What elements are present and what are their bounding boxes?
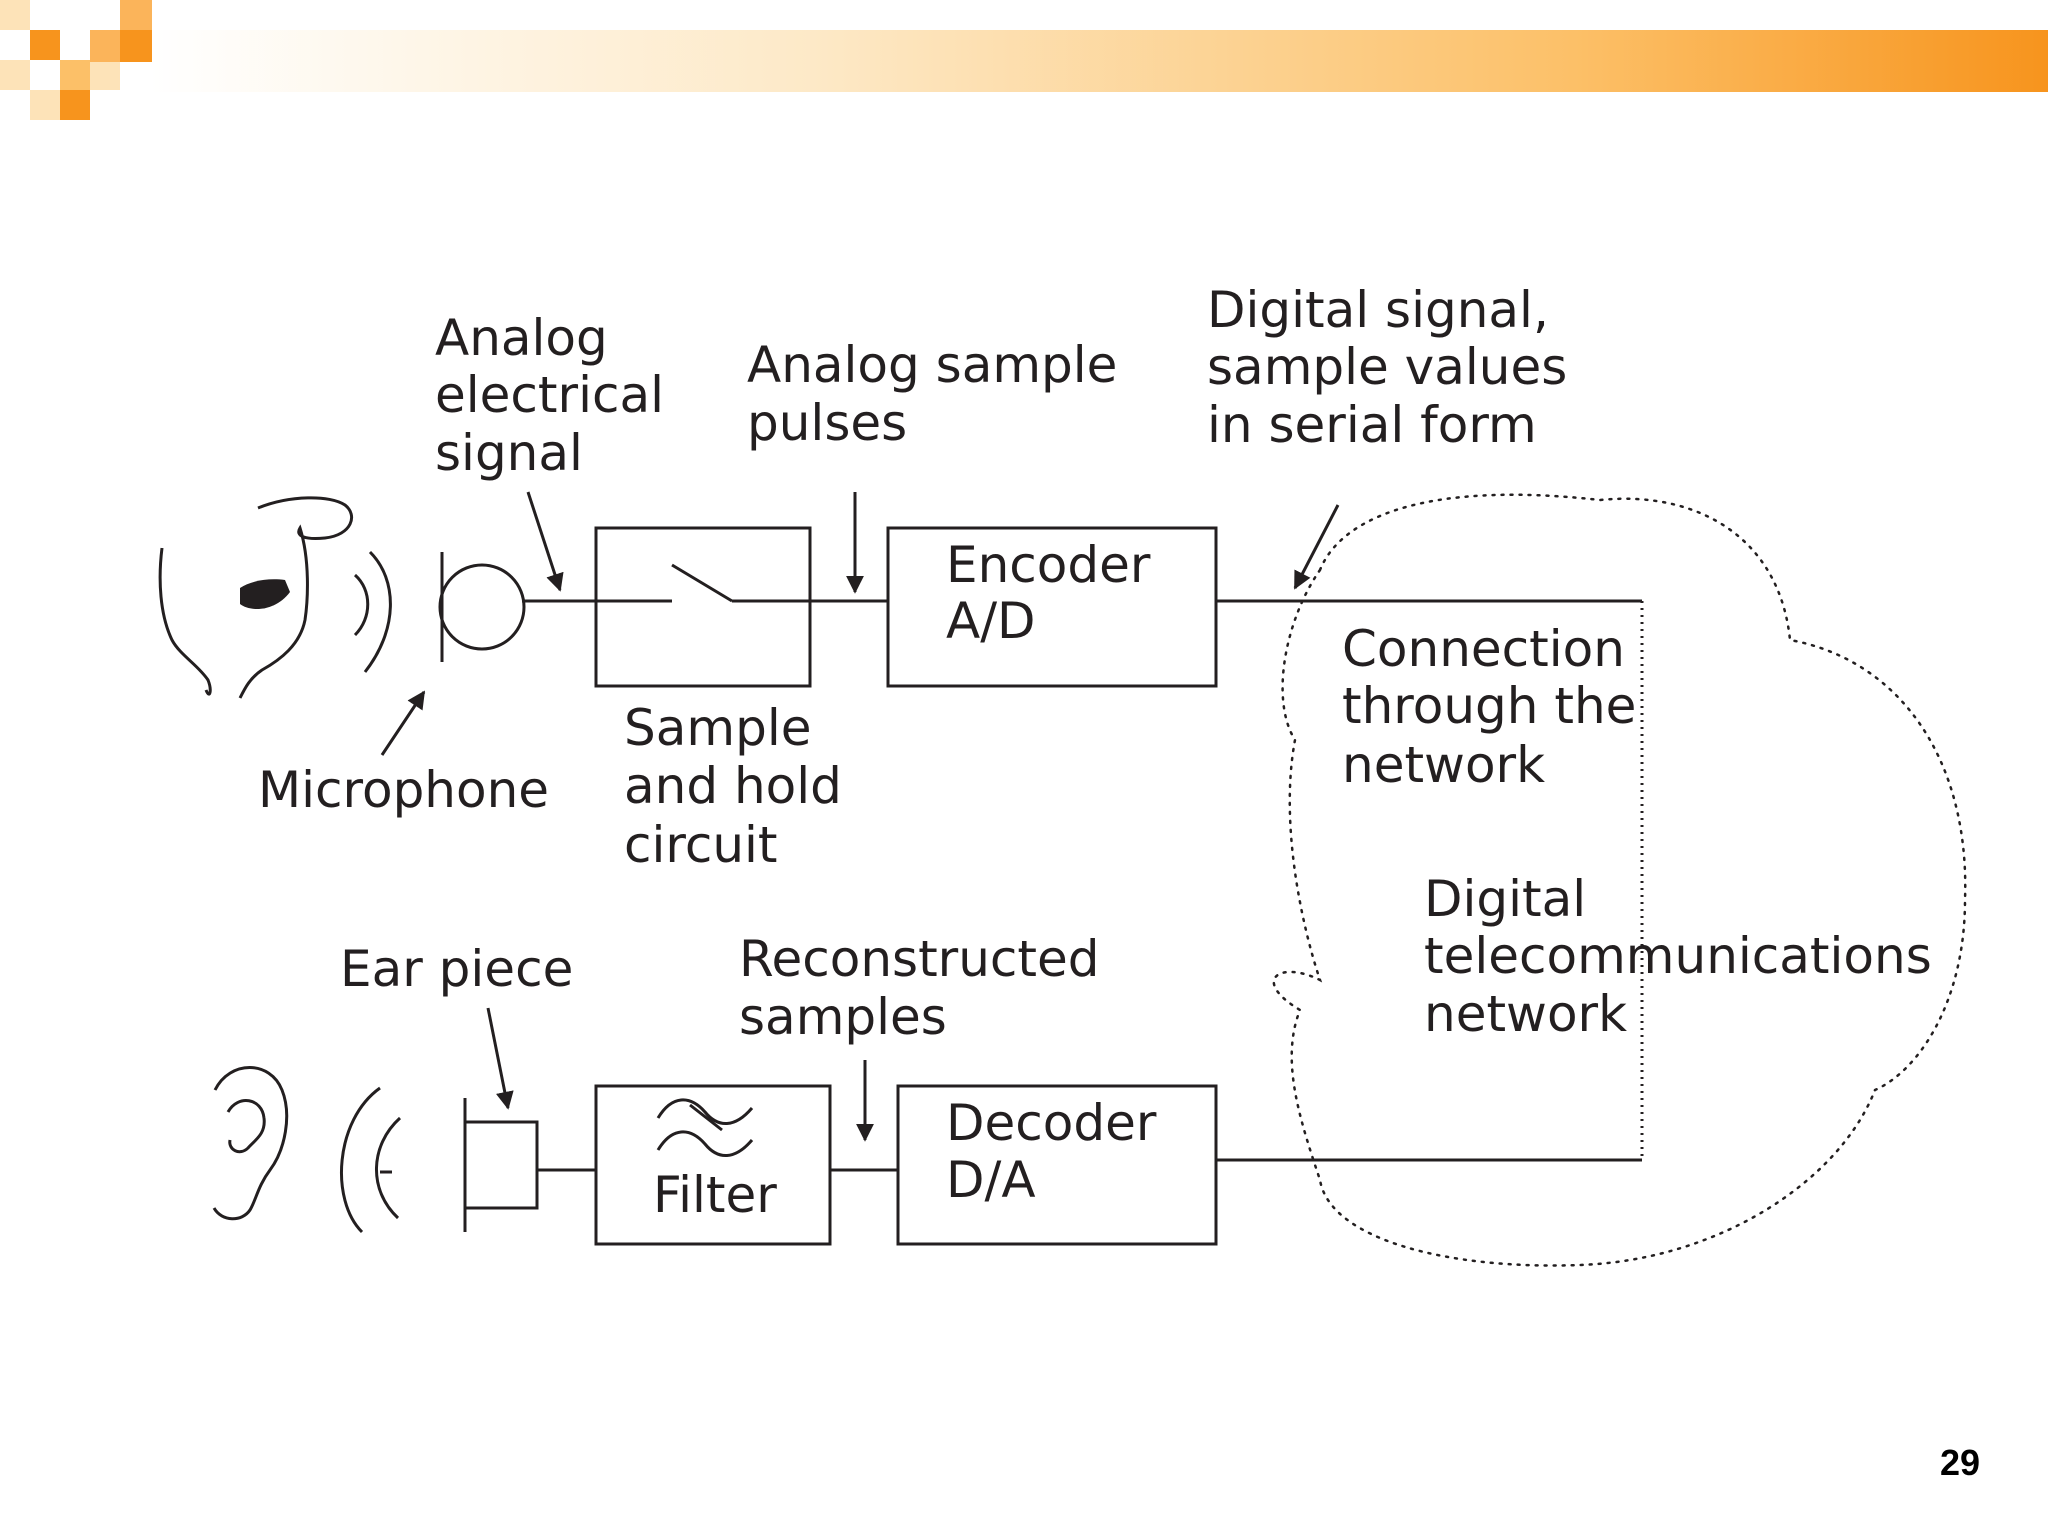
sound-waves-icon [353, 550, 392, 673]
encoder-block [886, 526, 1218, 688]
svg-text:telecommunications: telecommunications [1424, 927, 1932, 985]
sample-hold-label: Sample and hold circuit [624, 699, 842, 874]
svg-text:samples: samples [739, 988, 947, 1046]
ear-sound-waves-icon [339, 1086, 402, 1234]
analog-pulses-label: Analog sample pulses [747, 336, 1117, 452]
decoder-label: Decoder [946, 1094, 1157, 1152]
connection-label: Connection through the network [1342, 620, 1636, 794]
speaking-face-icon [158, 496, 354, 699]
slide-banner [0, 0, 2048, 120]
svg-text:through the: through the [1342, 677, 1636, 735]
svg-text:electrical: electrical [435, 366, 664, 424]
annotation-arrows [380, 491, 1340, 1142]
banner-logo-squares [0, 0, 152, 120]
sample-hold-block [594, 526, 812, 688]
microphone-label: Microphone [258, 761, 549, 819]
earpiece-icon [463, 1098, 539, 1232]
network-label: Digital telecommunications network [1424, 870, 1932, 1043]
svg-text:circuit: circuit [624, 816, 778, 874]
svg-text:pulses: pulses [747, 394, 907, 452]
filter-block [594, 1084, 832, 1246]
switch-icon [596, 563, 810, 603]
svg-text:Reconstructed: Reconstructed [739, 930, 1100, 988]
banner-bar [150, 30, 2048, 92]
encoder-label: Encoder [946, 536, 1151, 594]
svg-text:Digital: Digital [1424, 870, 1586, 928]
svg-text:network: network [1424, 985, 1627, 1043]
svg-text:in serial form: in serial form [1207, 396, 1537, 454]
network-cloud-icon [1272, 493, 1967, 1267]
decoder-sublabel: D/A [946, 1151, 1036, 1209]
svg-text:Analog sample: Analog sample [747, 336, 1117, 394]
encoder-sublabel: A/D [946, 592, 1036, 650]
decoder-block [896, 1084, 1218, 1246]
filter-wave-icon [656, 1098, 754, 1157]
filter-label: Filter [653, 1166, 777, 1224]
ear-icon [212, 1066, 289, 1221]
svg-text:signal: signal [435, 424, 583, 482]
svg-text:network: network [1342, 736, 1545, 794]
svg-text:Connection: Connection [1342, 620, 1625, 678]
reconstructed-label: Reconstructed samples [739, 930, 1100, 1046]
svg-text:Analog: Analog [435, 309, 608, 367]
ear-piece-label: Ear piece [340, 940, 573, 998]
svg-text:and hold: and hold [624, 757, 842, 815]
svg-text:Digital signal,: Digital signal, [1207, 281, 1549, 339]
analog-signal-label: Analog electrical signal [435, 309, 664, 482]
svg-text:sample values: sample values [1207, 338, 1567, 396]
svg-text:Sample: Sample [624, 699, 811, 757]
digital-signal-label: Digital signal, sample values in serial … [1207, 281, 1567, 454]
page-number: 29 [1939, 1442, 1980, 1483]
microphone-icon [438, 552, 526, 662]
